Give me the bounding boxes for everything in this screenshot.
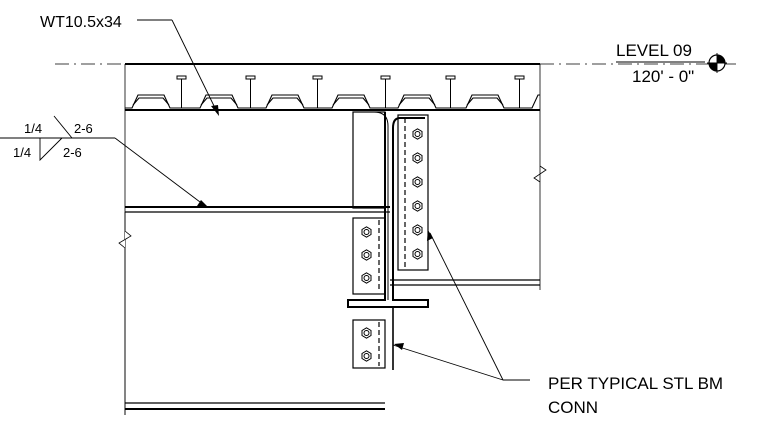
shear-studs [176, 75, 525, 108]
level-elevation: 120' - 0" [632, 67, 694, 86]
weld-top-length: 2-6 [74, 121, 93, 136]
note-line-2: CONN [548, 398, 598, 417]
lower-bolt-column [361, 327, 372, 362]
arrowhead-member [211, 105, 219, 116]
arrowhead-note-upper [427, 230, 433, 241]
upper-bolt-column [412, 128, 423, 260]
weld-bottom-size: 1/4 [13, 145, 31, 160]
lower-girder [118, 212, 540, 415]
weld-bottom-length: 2-6 [63, 145, 82, 160]
weld-top-size: 1/4 [24, 121, 42, 136]
wt-beam [125, 109, 540, 213]
middle-bolt-column [361, 226, 372, 284]
weld-symbol [0, 115, 115, 162]
slab [124, 63, 547, 415]
member-label: WT10.5x34 [40, 14, 122, 31]
arrowhead-weld [197, 200, 209, 208]
note-line-1: PER TYPICAL STL BM [548, 374, 723, 393]
metal-deck [125, 94, 540, 109]
arrowhead-note-lower [394, 343, 404, 350]
elevation-target-icon [707, 53, 727, 73]
level-name: LEVEL 09 [616, 41, 692, 60]
middle-clip-angle [352, 217, 386, 295]
lower-clip-angle [352, 307, 394, 370]
leader-member [137, 19, 217, 111]
upper-clip-angle [397, 114, 429, 271]
connection-plates [347, 111, 429, 308]
leader-note [392, 232, 530, 381]
